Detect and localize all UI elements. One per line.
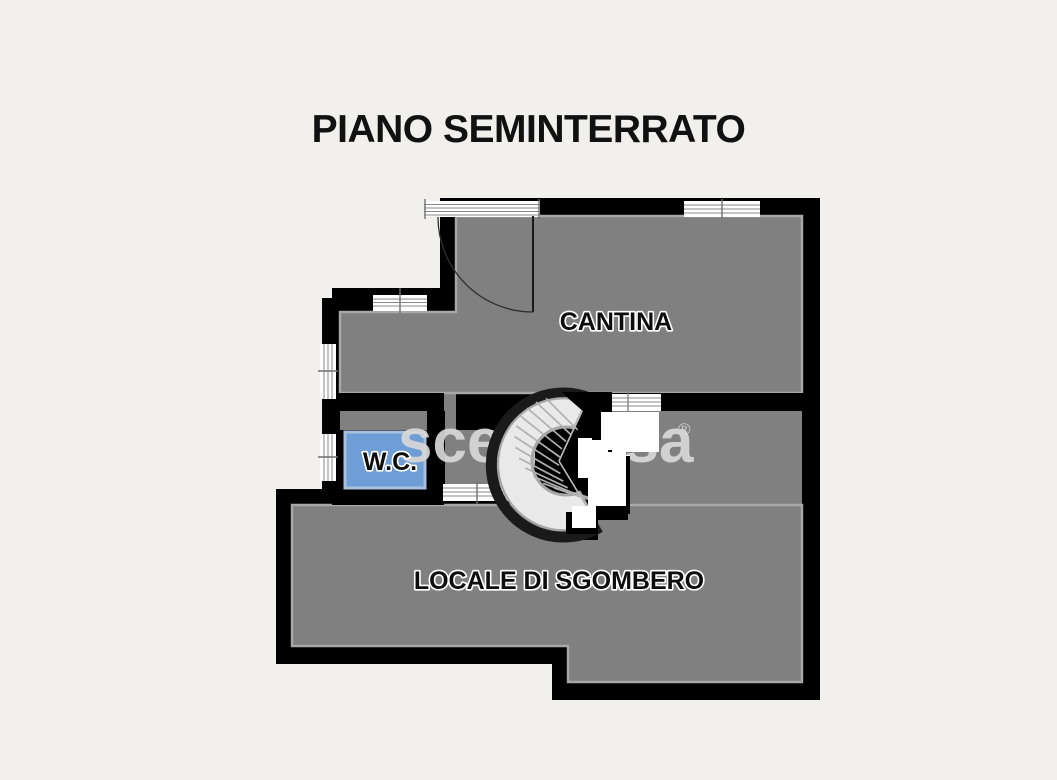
- room-wc: [343, 430, 427, 490]
- room-label-sgombero: LOCALE DI SGOMBERO: [414, 567, 704, 595]
- window-left-upper: [318, 344, 338, 399]
- partition-cantina-bottom-right: [612, 393, 820, 411]
- watermark-registered-mark: ®: [678, 420, 691, 439]
- stair-treads: [514, 397, 597, 501]
- window-top-right: [684, 199, 760, 219]
- room-label-wc: W.C.: [363, 448, 417, 476]
- stair-wall-accents: [562, 392, 658, 534]
- window-top-left: [424, 199, 540, 219]
- partition-wc-top: [332, 393, 444, 411]
- wc-floor-outline: [343, 430, 427, 490]
- page-title: PIANO SEMINTERRATO: [311, 108, 746, 151]
- window-upper-left-wall: [373, 288, 427, 313]
- wc-floor: [345, 432, 425, 488]
- room-floor-sgombero-full: [292, 505, 802, 682]
- partition-wc-right: [427, 411, 445, 495]
- room-label-cantina: CANTINA: [560, 308, 673, 336]
- window-left-lower: [318, 434, 338, 481]
- partition-wc-bottom: [332, 489, 444, 505]
- cantina-entry-door: [437, 216, 534, 313]
- room-floor-cantina: [456, 216, 802, 393]
- room-labels: CANTINA W.C. LOCALE DI SGOMBERO: [361, 306, 705, 596]
